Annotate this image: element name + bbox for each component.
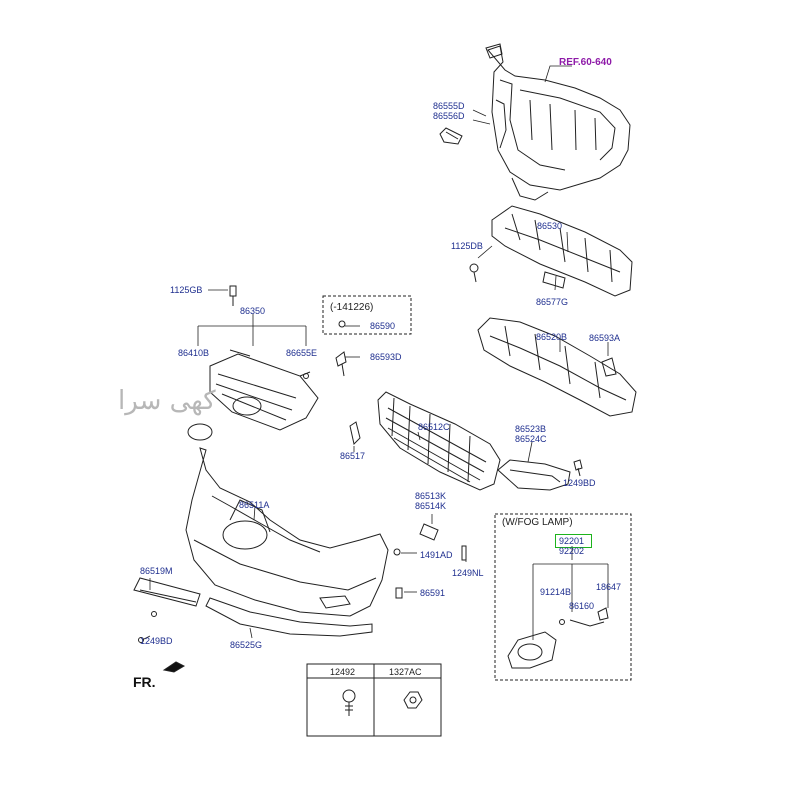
highlight-box — [555, 534, 592, 548]
part-18647[interactable]: 18647 — [596, 582, 622, 592]
part-91214b[interactable]: 91214B — [540, 587, 572, 597]
fog-box-label: (W/FOG LAMP) — [502, 517, 573, 528]
part-86514k[interactable]: 86514K — [415, 501, 447, 511]
option-box-label: (-141226) — [330, 302, 374, 313]
part-92202[interactable]: 92202 — [559, 546, 585, 556]
part-86511a[interactable]: 86511A — [239, 500, 270, 510]
lip-86525g-drawing — [205, 597, 373, 637]
front-arrow-icon — [162, 661, 186, 673]
part-86593a[interactable]: 86593A — [589, 333, 621, 343]
part-1491ad[interactable]: 1491AD — [420, 550, 453, 560]
part-1125db[interactable]: 1125DB — [451, 241, 483, 251]
leader-lines — [141, 65, 609, 641]
absorber-86520b-drawing — [477, 317, 637, 417]
watermark: کهی سرا — [118, 386, 216, 416]
clip-86555d-drawing — [439, 127, 463, 145]
bumper-86511a-drawing — [185, 447, 389, 617]
part-86555d[interactable]: 86555D — [433, 101, 465, 111]
bolt-1125gb-drawing — [229, 285, 237, 306]
part-1249nl[interactable]: 1249NL — [452, 568, 484, 578]
bolt-1125db-drawing — [469, 263, 479, 283]
part-86517[interactable]: 86517 — [340, 451, 366, 461]
part-92201[interactable]: 92201 — [559, 536, 585, 546]
fastener-table-outline — [306, 663, 442, 737]
part-86160[interactable]: 86160 — [569, 601, 595, 611]
part-86512c[interactable]: 86512C — [418, 422, 450, 432]
part-86519m[interactable]: 86519M — [140, 566, 173, 576]
part-1249bd-lower[interactable]: 1249BD — [140, 636, 173, 646]
option-box-outline — [322, 295, 412, 335]
part-1125gb[interactable]: 1125GB — [170, 285, 203, 295]
small-clips-drawing — [303, 320, 361, 445]
bumper-clips-drawing — [138, 523, 467, 643]
radiator-support-drawing — [485, 43, 631, 201]
part-86590[interactable]: 86590 — [370, 321, 396, 331]
part-86410b[interactable]: 86410B — [178, 348, 210, 358]
part-86523b[interactable]: 86523B — [515, 424, 547, 434]
ref-note[interactable]: REF.60-640 — [559, 57, 612, 68]
part-86577g[interactable]: 86577G — [536, 297, 569, 307]
part-86525g[interactable]: 86525G — [230, 640, 263, 650]
part-86530[interactable]: 86530 — [537, 221, 563, 231]
part-86524c[interactable]: 86524C — [515, 434, 547, 444]
part-86520b[interactable]: 86520B — [536, 332, 568, 342]
table-header-12492[interactable]: 12492 — [330, 667, 356, 677]
plate-bracket-86519m-drawing — [133, 577, 201, 607]
fog-cover-86523b-drawing — [497, 459, 571, 491]
part-86513k[interactable]: 86513K — [415, 491, 447, 501]
fog-lamp-drawing — [507, 607, 609, 669]
screw-1249bd-drawing — [573, 459, 583, 477]
part-86593d[interactable]: 86593D — [370, 352, 402, 362]
part-86591[interactable]: 86591 — [420, 588, 446, 598]
lower-grille-86512c-drawing — [377, 391, 501, 491]
clip-86593a-drawing — [601, 357, 617, 377]
front-label: FR. — [133, 674, 156, 690]
part-86350[interactable]: 86350 — [240, 306, 266, 316]
table-header-1327ac[interactable]: 1327AC — [389, 667, 422, 677]
part-86556d[interactable]: 86556D — [433, 111, 465, 121]
fog-lamp-box-outline — [494, 513, 632, 681]
part-1249bd-upper[interactable]: 1249BD — [563, 478, 596, 488]
reinforcement-86530-drawing — [491, 205, 633, 297]
part-86655e[interactable]: 86655E — [286, 348, 318, 358]
